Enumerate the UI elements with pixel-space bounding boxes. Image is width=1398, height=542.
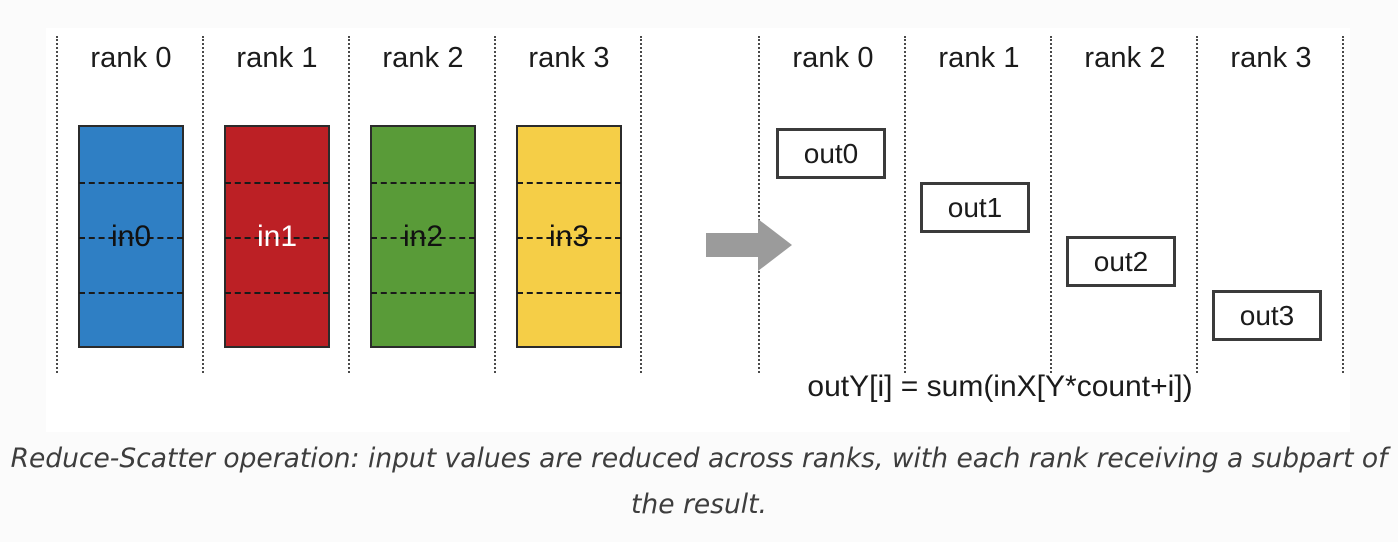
input-bar-label-1: in1: [256, 219, 298, 253]
bar-segment-divider: [225, 237, 329, 239]
input-bar-label-2: in2: [402, 219, 444, 253]
rank-separator-in-3: [494, 36, 496, 373]
bar-segment-divider: [517, 237, 621, 239]
formula-text: outY[i] = sum(inX[Y*count+i]): [807, 370, 1193, 403]
output-box-rank-0: out0: [776, 128, 886, 179]
rank-separator-in-2: [348, 36, 350, 373]
output-box-rank-2: out2: [1066, 236, 1176, 287]
bar-segment-divider: [517, 292, 621, 294]
bar-segment-divider: [371, 237, 475, 239]
input-bar-rank-1: in1: [224, 125, 330, 348]
rank-separator-out-3: [1196, 36, 1198, 373]
arrow-right-icon: [706, 219, 792, 271]
output-rank-label-0: rank 0: [792, 42, 874, 74]
input-rank-label-0: rank 0: [90, 42, 172, 74]
diagram-card: rank 0 rank 1 rank 2 rank 3 in0 in1 in2: [46, 28, 1350, 432]
bar-segment-divider: [371, 182, 475, 184]
bar-segment-divider: [79, 182, 183, 184]
bar-segment-divider: [225, 182, 329, 184]
output-rank-label-1: rank 1: [938, 42, 1020, 74]
bar-segment-divider: [225, 292, 329, 294]
rank-separator-out-2: [1050, 36, 1052, 373]
bar-segment-divider: [79, 292, 183, 294]
output-box-rank-3: out3: [1212, 290, 1322, 341]
output-box-rank-1: out1: [920, 182, 1030, 233]
rank-separator-in-4: [640, 36, 642, 373]
input-bar-rank-3: in3: [516, 125, 622, 348]
input-rank-label-2: rank 2: [382, 42, 464, 74]
bar-segment-divider: [371, 292, 475, 294]
input-bar-label-0: in0: [110, 219, 152, 253]
figure-caption: Reduce-Scatter operation: input values a…: [10, 443, 1388, 520]
output-rank-label-3: rank 3: [1230, 42, 1312, 74]
bar-segment-divider: [517, 182, 621, 184]
output-rank-label-2: rank 2: [1084, 42, 1166, 74]
rank-separator-out-4: [1342, 36, 1344, 373]
input-bar-rank-0: in0: [78, 125, 184, 348]
bar-segment-divider: [79, 237, 183, 239]
rank-separator-out-0: [758, 36, 760, 373]
rank-separator-out-1: [904, 36, 906, 373]
input-bar-rank-2: in2: [370, 125, 476, 348]
input-rank-label-3: rank 3: [528, 42, 610, 74]
input-rank-label-1: rank 1: [236, 42, 318, 74]
rank-separator-in-1: [202, 36, 204, 373]
rank-separator-in-0: [56, 36, 58, 373]
input-bar-label-3: in3: [548, 219, 590, 253]
